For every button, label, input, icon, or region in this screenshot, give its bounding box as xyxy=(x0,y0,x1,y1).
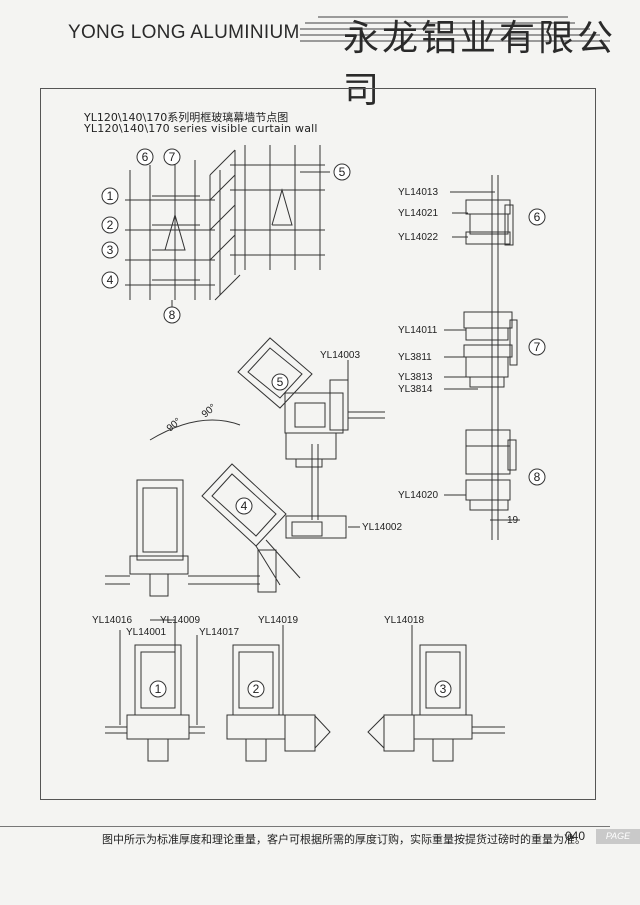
wall-grid-left xyxy=(125,160,215,300)
callout-5-section: 5 xyxy=(277,375,284,389)
callout-6-grid: 6 xyxy=(142,150,149,164)
callout-3-section: 3 xyxy=(440,682,447,696)
label-yl14011: YL14011 xyxy=(398,325,438,336)
callout-circle xyxy=(528,338,546,356)
page-tag: PAGE xyxy=(596,829,640,844)
callout-circle xyxy=(149,680,167,698)
section-8 xyxy=(444,415,520,540)
drawing-title-cn: YL120\140\170系列明框玻璃幕墙节点图 xyxy=(84,111,289,124)
section-6 xyxy=(450,175,514,420)
angle-annotation: 90° xyxy=(165,416,184,434)
mullion-left-assembly xyxy=(105,479,277,597)
callout-markers xyxy=(101,148,546,698)
mullion-section-1 xyxy=(105,619,205,762)
label-yl14022: YL14022 xyxy=(398,232,438,243)
mullion-section-3 xyxy=(367,625,505,762)
brand-name-chinese: 永龙铝业有限公司 xyxy=(343,18,617,111)
callout-circle xyxy=(101,216,119,234)
label-yl14013: YL14013 xyxy=(398,187,438,198)
drawing-title-en: YL120\140\170 series visible curtain wal… xyxy=(84,122,318,135)
header-rule xyxy=(300,40,610,42)
callout-circle xyxy=(528,208,546,226)
footer-rule xyxy=(0,826,610,827)
callout-4-grid: 4 xyxy=(107,273,114,287)
header-rule xyxy=(300,28,590,30)
callout-1-section: 1 xyxy=(155,682,162,696)
label-yl14018: YL14018 xyxy=(384,615,424,626)
section-4-corner-mullion xyxy=(201,463,360,586)
callout-numbers: 6 7 1 2 3 4 8 5 6 7 8 5 4 1 2 3 xyxy=(107,150,541,696)
callout-6-section: 6 xyxy=(534,210,541,224)
dimension-annotation: 19 xyxy=(507,515,519,526)
callout-circle xyxy=(528,468,546,486)
callout-circle xyxy=(247,680,265,698)
callout-circle xyxy=(163,306,181,324)
label-yl14019: YL14019 xyxy=(258,615,298,626)
page-number: 040 xyxy=(565,829,586,843)
label-yl3811: YL3811 xyxy=(398,352,432,363)
brand-name-english: YONG LONG ALUMINIUM xyxy=(68,22,300,43)
label-yl14003: YL14003 xyxy=(320,350,360,361)
mullion-section-2 xyxy=(226,625,331,762)
callout-2-grid: 2 xyxy=(107,218,114,232)
wall-grid-corner xyxy=(209,149,241,301)
label-yl14021: YL14021 xyxy=(398,208,438,219)
drawing-frame xyxy=(40,88,596,800)
section-5-corner-mullion xyxy=(149,337,385,520)
label-yl14020: YL14020 xyxy=(398,490,438,501)
label-yl14001: YL14001 xyxy=(126,627,166,638)
callout-8-section: 8 xyxy=(534,470,541,484)
callout-3-grid: 3 xyxy=(107,243,114,257)
header-rule xyxy=(318,16,568,18)
callout-circle xyxy=(434,680,452,698)
part-number-labels: YL14013 YL14021 YL14022 YL14011 YL3811 Y… xyxy=(92,187,519,638)
angle-annotation: 90° xyxy=(200,402,219,420)
callout-circle xyxy=(235,497,253,515)
callout-4-section: 4 xyxy=(241,499,248,513)
callout-circle xyxy=(136,148,154,166)
callout-circle xyxy=(101,241,119,259)
wall-grid-right xyxy=(230,145,325,270)
header-rule xyxy=(305,22,575,24)
callout-1-grid: 1 xyxy=(107,189,114,203)
label-yl3814: YL3814 xyxy=(398,384,433,395)
callout-circle xyxy=(101,187,119,205)
callout-7-section: 7 xyxy=(534,340,541,354)
label-yl3813: YL3813 xyxy=(398,372,433,383)
callout-circle xyxy=(271,373,289,391)
callout-2-section: 2 xyxy=(253,682,260,696)
label-yl14016: YL14016 xyxy=(92,615,132,626)
header-rule xyxy=(300,34,600,36)
callout-5-grid: 5 xyxy=(339,165,346,179)
section-7 xyxy=(444,311,518,390)
callout-circle xyxy=(163,148,181,166)
page-header: YONG LONG ALUMINIUM 永龙铝业有限公司 xyxy=(0,0,640,111)
callout-8-grid: 8 xyxy=(169,308,176,322)
label-yl14017: YL14017 xyxy=(199,627,239,638)
label-yl14009: YL14009 xyxy=(160,615,200,626)
label-yl14002: YL14002 xyxy=(362,522,402,533)
footer-note: 图中所示为标准厚度和理论重量，客户可根据所需的厚度订购，实际重量按提货过磅时的重… xyxy=(102,833,586,846)
callout-circle xyxy=(333,163,351,181)
callout-circle xyxy=(101,271,119,289)
callout-7-grid: 7 xyxy=(169,150,176,164)
